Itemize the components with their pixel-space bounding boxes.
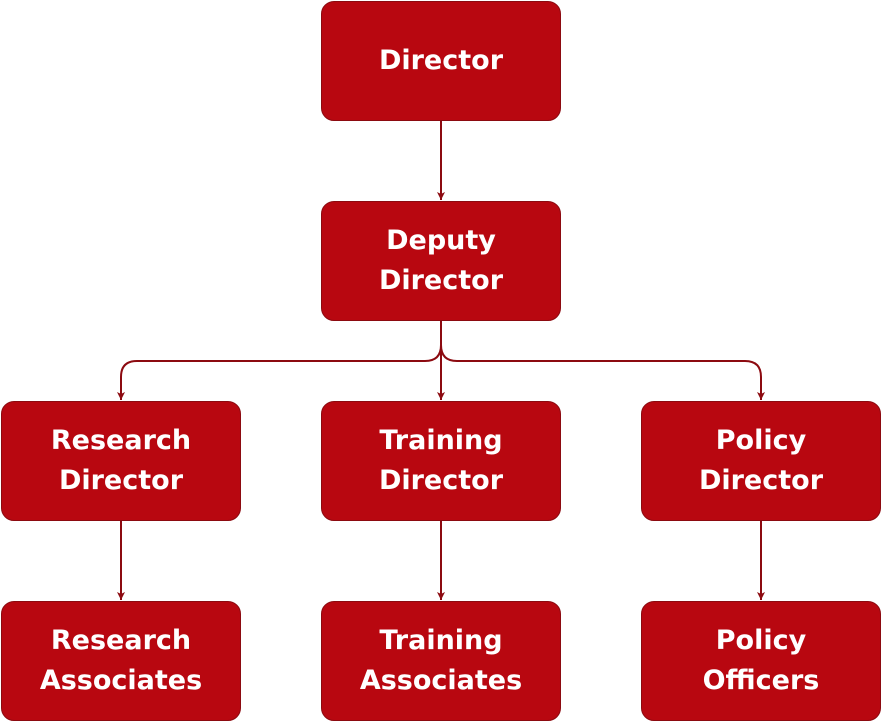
node-research-director[interactable]: Research Director [1, 401, 241, 521]
node-policy-officers[interactable]: Policy Officers [641, 601, 881, 721]
node-deputy-director-label-line1: Deputy [386, 225, 496, 256]
node-deputy-director[interactable]: Deputy Director [321, 201, 561, 321]
node-training-associates-label-line2: Associates [359, 665, 523, 696]
node-policy-officers-label-line1: Policy [715, 625, 807, 656]
node-policy-director[interactable]: Policy Director [641, 401, 881, 521]
node-director-label: Director [378, 45, 504, 76]
node-training-director-label-line2: Director [378, 465, 504, 496]
node-policy-director-label-line1: Policy [715, 425, 807, 456]
node-research-director-label-line2: Director [58, 465, 184, 496]
node-policy-director-label-line2: Director [698, 465, 824, 496]
node-training-associates[interactable]: Training Associates [321, 601, 561, 721]
node-deputy-director-label-line2: Director [378, 265, 504, 296]
edge-deputy-to-policy [440, 321, 765, 400]
node-director[interactable]: Director [321, 1, 561, 121]
node-research-associates-label-line1: Research [50, 625, 192, 656]
edge-deputy-to-research [117, 321, 442, 400]
node-training-director[interactable]: Training Director [321, 401, 561, 521]
node-research-associates[interactable]: Research Associates [1, 601, 241, 721]
node-training-associates-label-line1: Training [379, 625, 503, 656]
node-research-director-label-line1: Research [50, 425, 192, 456]
node-training-director-label-line1: Training [379, 425, 503, 456]
node-research-associates-label-line2: Associates [39, 665, 203, 696]
node-policy-officers-label-line2: Officers [702, 665, 820, 696]
